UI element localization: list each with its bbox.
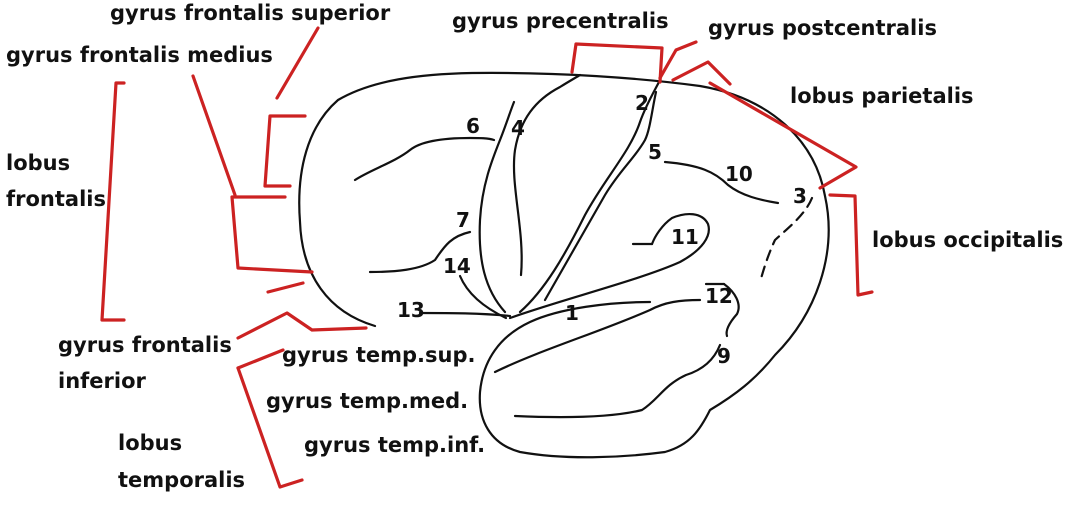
bracket-precentralis (570, 42, 664, 84)
central-sulcus (518, 78, 662, 314)
marker-9: 9 (717, 344, 731, 368)
pointer-postcentralis-a (658, 40, 698, 80)
label-lobus-frontalis-line1: lobus (6, 151, 70, 175)
bracket-lobus-temporalis (236, 366, 304, 489)
sulcus-6 (353, 136, 496, 182)
sulcus-12 (493, 298, 702, 374)
label-gyrus-temp-med: gyrus temp.med. (266, 389, 468, 413)
label-brackets (100, 26, 874, 489)
brain-drawing (298, 71, 830, 459)
bracket-frontalis-inferior (236, 311, 368, 340)
label-lobus-parietalis: lobus parietalis (790, 84, 974, 108)
sulcus-13 (418, 311, 512, 318)
marker-6: 6 (466, 114, 480, 138)
label-lobus-temporalis-line2: temporalis (118, 468, 245, 492)
marker-4: 4 (511, 116, 525, 140)
marker-1: 1 (565, 301, 579, 325)
sulcus-5 (543, 90, 658, 302)
marker-2: 2 (635, 91, 649, 115)
marker-10: 10 (725, 162, 753, 186)
number-markers: 1 2 3 4 5 6 7 9 10 11 12 13 14 (397, 91, 807, 368)
pointer-temporalis-b (236, 348, 285, 370)
sylvian-fissure (508, 212, 710, 320)
bracket-lobus-occipitalis (828, 193, 874, 297)
parieto-occipital-sulcus (758, 196, 814, 284)
marker-11: 11 (671, 225, 699, 249)
brain-outline (298, 71, 830, 459)
precentral-sulcus (512, 73, 582, 277)
marker-14: 14 (443, 254, 471, 278)
sulcus-9 (513, 343, 722, 419)
label-gyrus-frontalis-inferior-line1: gyrus frontalis (58, 333, 232, 357)
bracket-lobus-frontalis (100, 81, 126, 322)
label-lobus-temporalis-line1: lobus (118, 431, 182, 455)
label-gyrus-frontalis-inferior-line2: inferior (58, 369, 147, 393)
marker-7: 7 (456, 208, 470, 232)
pointer-frontalis-superior (275, 26, 320, 100)
bracket-frontalis-medius (230, 195, 314, 274)
sulcus-4 (478, 100, 516, 314)
bracket-lobus-parietalis (708, 81, 858, 190)
sulcus-7 (368, 230, 472, 274)
sulcus-10 (663, 160, 780, 205)
label-lobus-occipitalis: lobus occipitalis (872, 228, 1063, 252)
pointer-frontalis-medius (191, 74, 237, 197)
label-lobus-frontalis-line2: frontalis (6, 187, 106, 211)
label-gyrus-frontalis-medius: gyrus frontalis medius (6, 43, 273, 67)
marker-3: 3 (793, 184, 807, 208)
label-gyrus-temp-inf: gyrus temp.inf. (304, 433, 485, 457)
region-labels: gyrus frontalis superior gyrus frontalis… (6, 1, 1063, 492)
marker-12: 12 (705, 284, 733, 308)
label-gyrus-postcentralis: gyrus postcentralis (708, 16, 937, 40)
sulcus-14 (458, 274, 508, 320)
pointer-frontalis-inferior-a (266, 281, 305, 294)
bracket-frontalis-superior (263, 114, 307, 188)
sulcus-12-end (722, 282, 740, 338)
label-gyrus-precentralis: gyrus precentralis (452, 9, 669, 33)
label-gyrus-frontalis-superior: gyrus frontalis superior (110, 1, 391, 25)
marker-5: 5 (648, 140, 662, 164)
pointer-postcentralis-b (671, 60, 732, 86)
label-gyrus-temp-sup: gyrus temp.sup. (282, 343, 475, 367)
marker-13: 13 (397, 298, 425, 322)
